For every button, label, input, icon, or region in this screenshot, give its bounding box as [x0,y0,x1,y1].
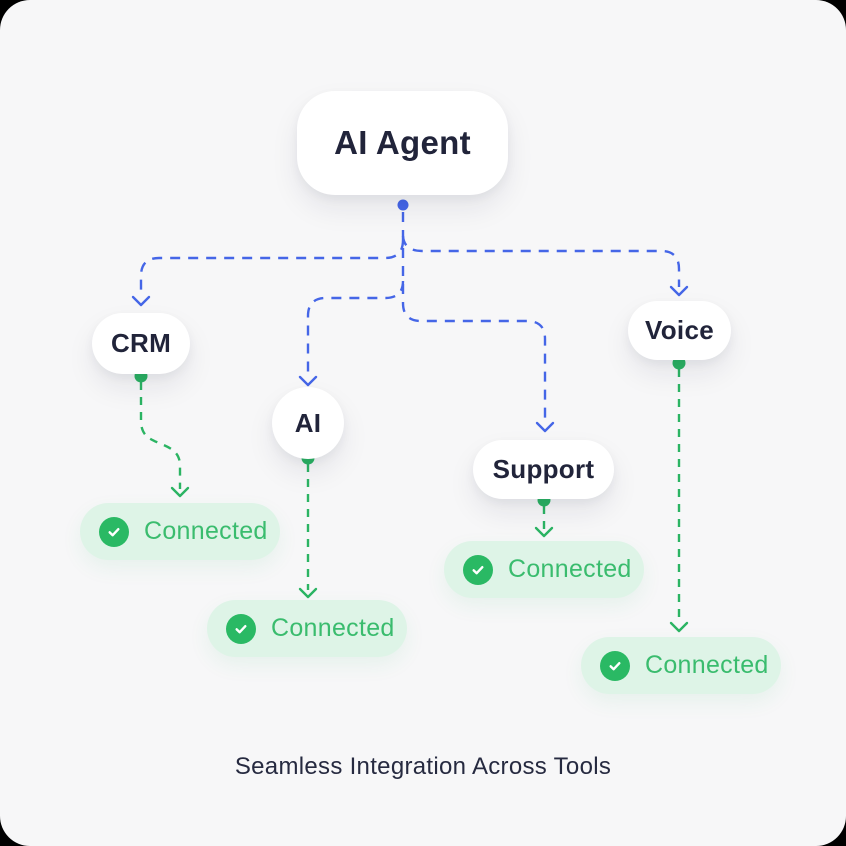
arrow-down-icon [298,587,318,599]
arrow-down-icon [131,295,151,307]
node-ai: AI [272,387,344,459]
connector-crm-to-badge [134,369,190,498]
status-badge-crm: Connected [80,503,280,560]
arrow-down-icon [170,486,190,498]
arrow-down-icon [298,375,318,387]
node-label: Voice [645,315,714,345]
root-anchor-dot [397,199,409,211]
arrow-down-icon [669,285,689,297]
status-badge-label: Connected [508,555,632,583]
node-ai-agent: AI Agent [297,91,508,195]
connector-root-to-voice [401,235,689,297]
node-voice: Voice [628,301,731,360]
status-badge-support: Connected [444,541,644,598]
arrow-down-icon [534,526,554,538]
node-label: AI Agent [334,124,471,161]
node-support: Support [473,440,614,499]
connector-root-to-support [401,212,555,433]
connector-root-to-crm [131,239,405,307]
check-icon [600,650,630,681]
connector-ai-to-badge [298,451,318,599]
connector-voice-to-badge [669,356,689,633]
node-label: Support [492,454,595,484]
check-icon [226,613,256,644]
status-badge-label: Connected [144,517,268,545]
node-label: CRM [110,328,172,358]
connector-support-to-badge [534,493,554,538]
status-badge-label: Connected [645,651,769,679]
status-badge-voice: Connected [581,637,781,694]
arrow-down-icon [669,621,689,633]
status-badge-label: Connected [271,614,395,642]
check-icon [99,516,129,547]
diagram-caption: Seamless Integration Across Tools [234,753,612,780]
node-label: AI [294,407,322,438]
status-badge-ai: Connected [207,600,407,657]
connector-root-to-ai [298,280,405,387]
arrow-down-icon [535,421,555,433]
check-icon [463,554,493,585]
node-crm: CRM [92,313,190,374]
